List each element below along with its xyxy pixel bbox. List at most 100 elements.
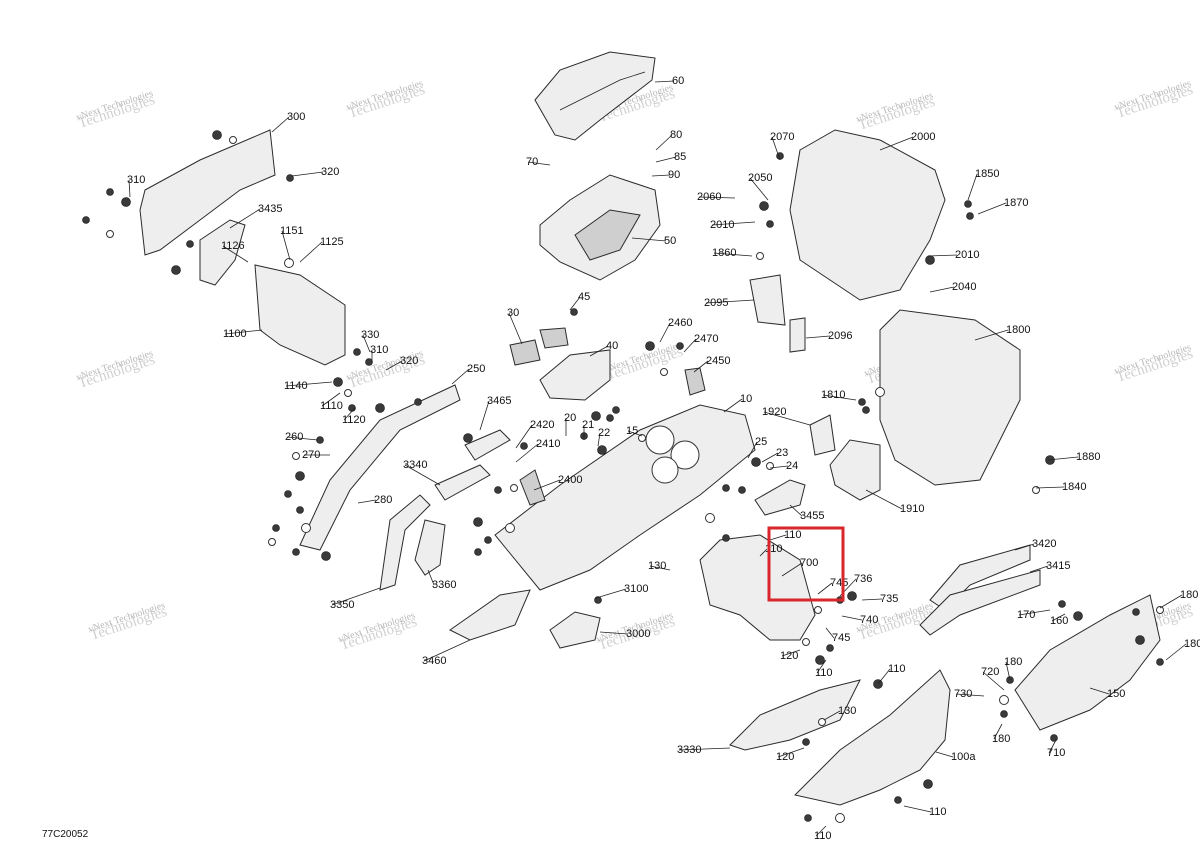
callout-label-c250[interactable]: 250 <box>467 363 485 375</box>
callout-label-c25[interactable]: 25 <box>755 436 767 448</box>
callout-label-c110c[interactable]: 110 <box>815 667 833 679</box>
callout-label-c2060[interactable]: 2060 <box>697 191 721 203</box>
callout-label-c2470[interactable]: 2470 <box>694 333 718 345</box>
callout-label-c2400[interactable]: 2400 <box>558 474 582 486</box>
callout-label-c1870[interactable]: 1870 <box>1004 197 1028 209</box>
callout-label-c2070[interactable]: 2070 <box>770 131 794 143</box>
callout-label-c735[interactable]: 735 <box>880 593 898 605</box>
callout-label-c120a[interactable]: 120 <box>780 650 798 662</box>
callout-label-c2095[interactable]: 2095 <box>704 297 728 309</box>
callout-label-c85[interactable]: 85 <box>674 151 686 163</box>
callout-label-c700[interactable]: 700 <box>800 557 818 569</box>
callout-label-c24[interactable]: 24 <box>786 460 798 472</box>
callout-label-c80[interactable]: 80 <box>670 129 682 141</box>
callout-label-c15[interactable]: 15 <box>626 425 638 437</box>
callout-label-c23[interactable]: 23 <box>776 447 788 459</box>
callout-label-c130a[interactable]: 130 <box>648 560 666 572</box>
part-1800-rear-panel <box>879 309 1021 486</box>
callout-label-c3340[interactable]: 3340 <box>403 459 427 471</box>
callout-label-c110d[interactable]: 110 <box>888 663 906 675</box>
callout-label-c21[interactable]: 21 <box>582 419 594 431</box>
callout-label-c3350[interactable]: 3350 <box>330 599 354 611</box>
callout-label-c745b[interactable]: 745 <box>832 632 850 644</box>
callout-label-c10[interactable]: 10 <box>740 393 752 405</box>
fastener-icon <box>106 188 114 196</box>
callout-label-c100a[interactable]: 100a <box>951 751 976 763</box>
callout-label-c2096[interactable]: 2096 <box>828 330 852 342</box>
callout-label-c22[interactable]: 22 <box>598 427 610 439</box>
callout-label-c3435[interactable]: 3435 <box>258 203 282 215</box>
callout-label-c70[interactable]: 70 <box>526 156 538 168</box>
callout-label-c1880[interactable]: 1880 <box>1076 451 1100 463</box>
callout-label-c745a[interactable]: 745 <box>830 577 848 589</box>
callout-label-c280[interactable]: 280 <box>374 494 392 506</box>
callout-label-c1120[interactable]: 1120 <box>342 414 366 426</box>
callout-label-c3455[interactable]: 3455 <box>800 510 824 522</box>
callout-label-c2460[interactable]: 2460 <box>668 317 692 329</box>
callout-label-c1110[interactable]: 1110 <box>320 400 343 412</box>
callout-label-c130b[interactable]: 130 <box>838 705 856 717</box>
callout-label-c3420[interactable]: 3420 <box>1032 538 1056 550</box>
callout-label-c180d[interactable]: 180 <box>992 733 1010 745</box>
callout-label-c300[interactable]: 300 <box>287 111 305 123</box>
callout-label-c160[interactable]: 160 <box>1050 615 1068 627</box>
callout-label-c3360[interactable]: 3360 <box>432 579 456 591</box>
callout-label-c110a[interactable]: 110 <box>784 529 802 541</box>
callout-label-c180a[interactable]: 180 <box>1180 589 1198 601</box>
callout-leader-c250 <box>451 368 470 385</box>
callout-label-c110f[interactable]: 110 <box>814 830 832 842</box>
callout-label-c330[interactable]: 330 <box>361 329 379 341</box>
callout-label-c2450[interactable]: 2450 <box>706 355 730 367</box>
callout-label-c2040[interactable]: 2040 <box>952 281 976 293</box>
callout-label-c3415[interactable]: 3415 <box>1046 560 1070 572</box>
callout-label-c720[interactable]: 720 <box>981 666 999 678</box>
callout-label-c710[interactable]: 710 <box>1047 747 1065 759</box>
callout-label-c2420[interactable]: 2420 <box>530 419 554 431</box>
callout-label-c40[interactable]: 40 <box>606 340 618 352</box>
callout-label-c1920[interactable]: 1920 <box>762 406 786 418</box>
callout-label-c3100[interactable]: 3100 <box>624 583 648 595</box>
callout-label-c270[interactable]: 270 <box>302 449 320 461</box>
callout-label-c1151[interactable]: 1151 <box>280 225 304 237</box>
callout-label-c3465[interactable]: 3465 <box>487 395 511 407</box>
callout-label-c1860[interactable]: 1860 <box>712 247 736 259</box>
callout-label-c170[interactable]: 170 <box>1017 609 1035 621</box>
callout-label-c1910[interactable]: 1910 <box>900 503 924 515</box>
callout-label-c20[interactable]: 20 <box>564 412 576 424</box>
callout-label-c730[interactable]: 730 <box>954 688 972 700</box>
callout-label-c1125[interactable]: 1125 <box>320 236 344 248</box>
callout-label-c90[interactable]: 90 <box>668 169 680 181</box>
callout-label-c320b[interactable]: 320 <box>400 355 418 367</box>
callout-label-c2000[interactable]: 2000 <box>911 131 935 143</box>
callout-label-c45[interactable]: 45 <box>578 291 590 303</box>
callout-label-c1810[interactable]: 1810 <box>821 389 845 401</box>
callout-label-c120b[interactable]: 120 <box>776 751 794 763</box>
callout-label-c3000[interactable]: 3000 <box>626 628 650 640</box>
callout-label-c2050[interactable]: 2050 <box>748 172 772 184</box>
callout-label-c30[interactable]: 30 <box>507 307 519 319</box>
callout-label-c2410[interactable]: 2410 <box>536 438 560 450</box>
callout-label-c740[interactable]: 740 <box>860 614 878 626</box>
callout-label-c736[interactable]: 736 <box>854 573 872 585</box>
callout-label-c60[interactable]: 60 <box>672 75 684 87</box>
callout-label-c320[interactable]: 320 <box>321 166 339 178</box>
callout-label-c1126[interactable]: 1126 <box>221 240 245 252</box>
callout-label-c310b[interactable]: 310 <box>370 344 388 356</box>
callout-label-c260[interactable]: 260 <box>285 431 303 443</box>
callout-label-c1800[interactable]: 1800 <box>1006 324 1030 336</box>
callout-label-c1140[interactable]: 1140 <box>284 380 308 392</box>
callout-label-c1100[interactable]: 1100 <box>223 328 247 340</box>
callout-label-c150[interactable]: 150 <box>1107 688 1125 700</box>
callout-label-c110e[interactable]: 110 <box>929 806 947 818</box>
callout-label-c180b[interactable]: 180 <box>1184 638 1200 650</box>
callout-label-c1850[interactable]: 1850 <box>975 168 999 180</box>
callout-label-c180c[interactable]: 180 <box>1004 656 1022 668</box>
callout-label-c310a[interactable]: 310 <box>127 174 145 186</box>
callout-label-c1840[interactable]: 1840 <box>1062 481 1086 493</box>
callout-label-c2010a[interactable]: 2010 <box>710 219 734 231</box>
callout-label-c3460[interactable]: 3460 <box>422 655 446 667</box>
callout-label-c3330[interactable]: 3330 <box>677 744 701 756</box>
callout-label-c50[interactable]: 50 <box>664 235 676 247</box>
callout-label-c2010b[interactable]: 2010 <box>955 249 979 261</box>
